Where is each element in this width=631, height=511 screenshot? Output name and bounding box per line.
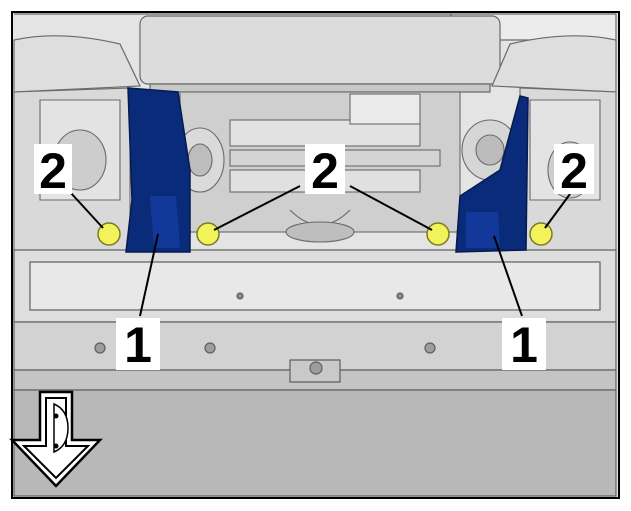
callout-bracket-right: 1: [502, 317, 546, 373]
callout-number: 2: [311, 143, 339, 199]
bolt-icon: [196, 222, 220, 246]
callout-outer-left: 2: [34, 143, 72, 199]
travel-direction-arrow-icon: [9, 390, 103, 488]
callout-outer-right: 2: [554, 143, 594, 199]
subframe: [13, 249, 617, 497]
callout-number: 1: [124, 317, 152, 373]
bolt-center-right: [426, 222, 450, 246]
leader-lines: [69, 185, 571, 317]
bolt-center-left: [196, 222, 220, 246]
bolt-outer-left: [97, 222, 121, 246]
callout-bracket-left: 1: [116, 317, 160, 373]
callout-number: 2: [39, 143, 67, 199]
callout-number: 1: [510, 317, 538, 373]
callout-number: 2: [560, 143, 588, 199]
bracket-left: [125, 87, 191, 253]
bolt-outer-right: [529, 222, 553, 246]
bracket-right: [455, 95, 529, 253]
bolt-icon: [97, 222, 121, 246]
bolt-icon: [426, 222, 450, 246]
callout-center: 2: [305, 143, 345, 199]
bolt-icon: [529, 222, 553, 246]
